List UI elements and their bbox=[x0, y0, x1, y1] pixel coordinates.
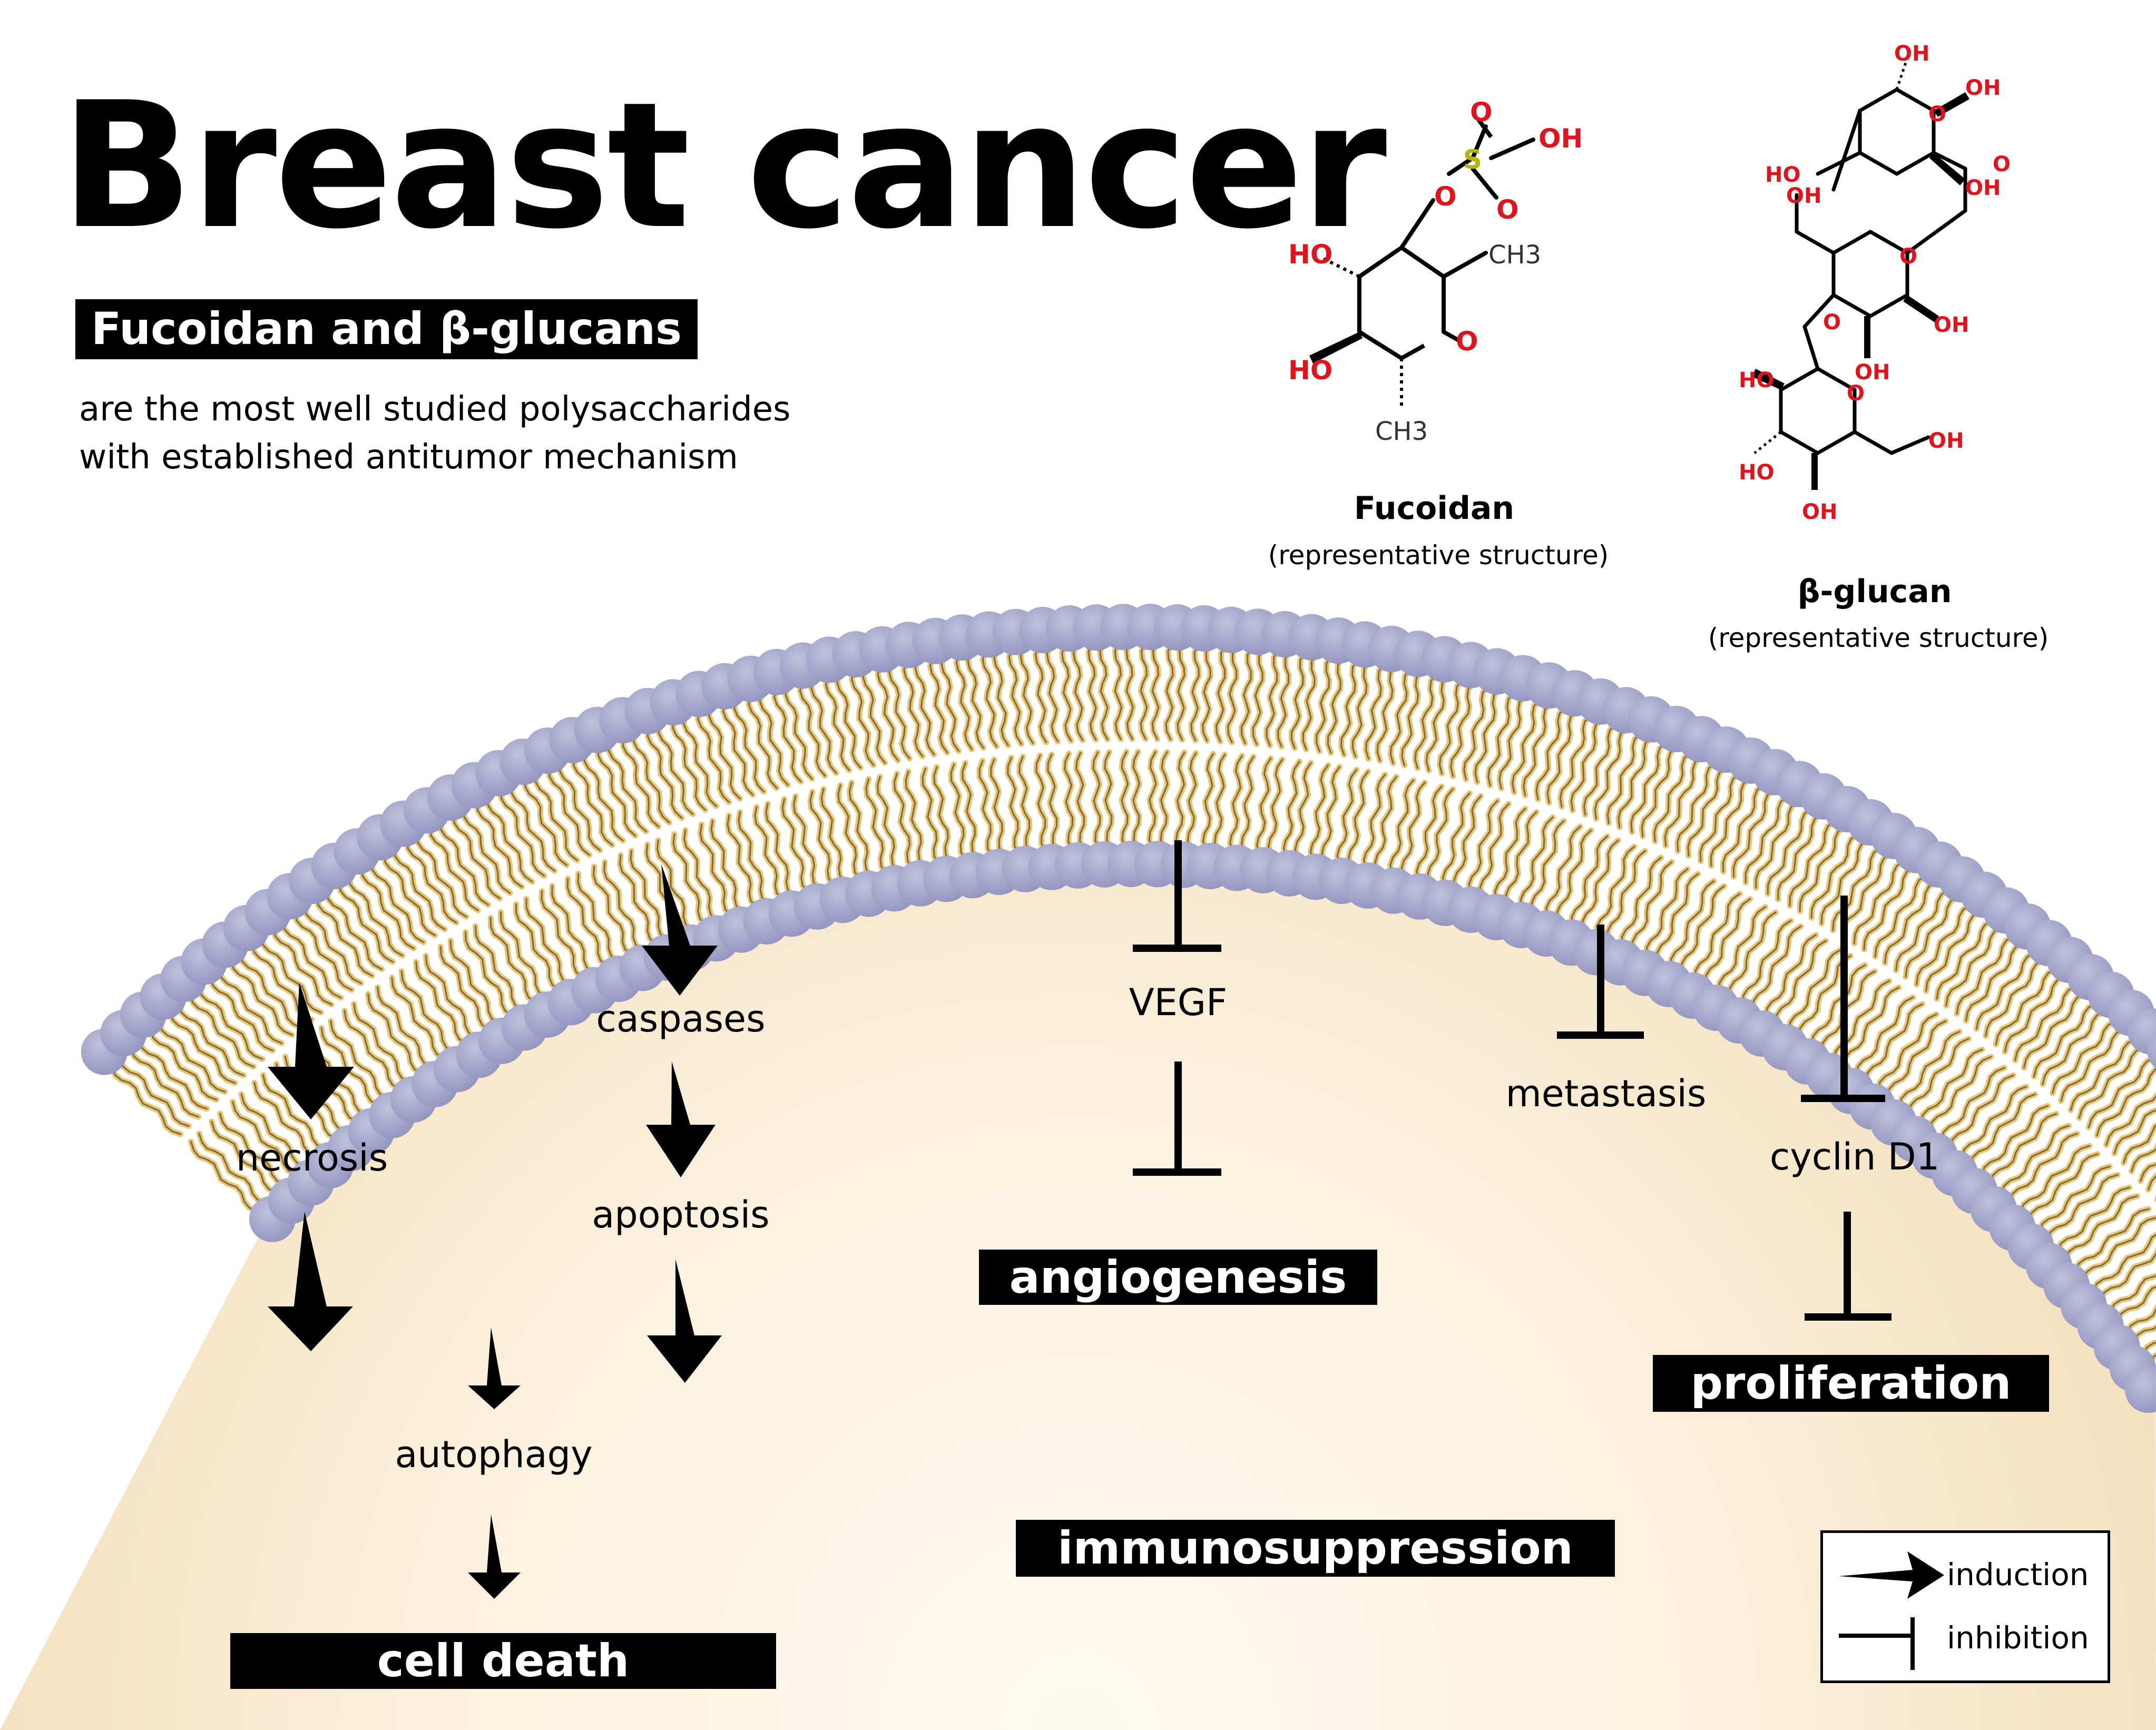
apoptosis-label: apoptosis bbox=[592, 1193, 770, 1236]
glucan-oh-label: OH bbox=[1965, 176, 2001, 200]
glucan-oh-label: OH bbox=[1894, 42, 1929, 66]
inhibition-bar-icon bbox=[1839, 1617, 1915, 1670]
necrosis-label: necrosis bbox=[236, 1136, 388, 1179]
fucoidan-s-label: S bbox=[1463, 144, 1482, 175]
proliferation-label: proliferation bbox=[1690, 1357, 2012, 1410]
angiogenesis-box: angiogenesis bbox=[979, 1250, 1377, 1305]
cell-death-box: cell death bbox=[230, 1633, 776, 1689]
fucoidan-ho-label: HO bbox=[1288, 239, 1332, 270]
lipid-tail-outline bbox=[2096, 1068, 2156, 1136]
cell-death-label: cell death bbox=[377, 1635, 630, 1687]
phospholipid-head bbox=[2125, 1367, 2156, 1413]
glucan-oh-label: OH bbox=[1965, 76, 2001, 100]
fucoidan-o-label: O bbox=[1496, 194, 1519, 225]
glucan-oh-label: OH bbox=[1934, 313, 1969, 337]
page-title: Breast cancer bbox=[61, 65, 1387, 267]
caspases-label: caspases bbox=[596, 997, 766, 1040]
fucoidan-oh-label: OH bbox=[1538, 123, 1583, 154]
glucan-oh-label: OH bbox=[1786, 184, 1821, 208]
glucan-ring-o-label: O bbox=[1928, 102, 1946, 126]
proliferation-box: proliferation bbox=[1653, 1355, 2049, 1412]
immunosuppression-box: immunosuppression bbox=[1016, 1520, 1615, 1577]
metastasis-label: metastasis bbox=[1505, 1072, 1707, 1115]
legend-induction-label: induction bbox=[1947, 1557, 2089, 1593]
glucan-o-label: O bbox=[1993, 152, 2011, 176]
glucan-ring-o-label: O bbox=[1847, 381, 1865, 406]
fucoidan-name: Fucoidan bbox=[1354, 490, 1515, 527]
immunosuppression-label: immunosuppression bbox=[1057, 1522, 1573, 1575]
fucoidan-ho-label: HO bbox=[1288, 355, 1332, 386]
glucan-oh-label: OH bbox=[1855, 360, 1890, 385]
autophagy-label: autophagy bbox=[395, 1433, 593, 1476]
induction-arrow-icon bbox=[1839, 1551, 1944, 1599]
induction-arrow bbox=[268, 1212, 353, 1351]
glucan-oh-label: OH bbox=[1802, 500, 1837, 524]
induction-arrow bbox=[646, 1061, 716, 1177]
induction-arrow bbox=[468, 1328, 521, 1409]
lipid-bilayer bbox=[81, 604, 2156, 1413]
fucoidan-ch3-label: CH3 bbox=[1375, 417, 1428, 446]
glucan-ho-label: HO bbox=[1739, 460, 1774, 485]
fucoidan-structure: O S O OH O O HO HO CH3 CH3 bbox=[1288, 97, 1583, 446]
angiogenesis-label: angiogenesis bbox=[1009, 1251, 1347, 1304]
beta-glucan-structure: OH OH OH HO OH OH OH HO HO OH OH O O O O… bbox=[1739, 42, 2011, 524]
glucan-ho-label: HO bbox=[1739, 368, 1774, 392]
glucan-oh-label: OH bbox=[1928, 429, 1964, 453]
lipid-tail-outline bbox=[2140, 1163, 2156, 1182]
vegf-label: VEGF bbox=[1129, 981, 1228, 1024]
lipid-tail-outline bbox=[2113, 1109, 2156, 1154]
fucoidan-o-label: O bbox=[1434, 181, 1457, 212]
description-line-1: are the most well studied polysaccharide… bbox=[79, 390, 791, 429]
legend-inhibition-label: inhibition bbox=[1947, 1620, 2089, 1656]
induction-arrow bbox=[268, 982, 354, 1119]
glucan-ho-label: HO bbox=[1765, 163, 1800, 187]
induction-arrow bbox=[647, 1259, 722, 1383]
glucan-name: β-glucan bbox=[1797, 573, 1952, 610]
glucan-o-label: O bbox=[1823, 310, 1841, 335]
phospholipid-head bbox=[2147, 1031, 2156, 1069]
induction-arrow bbox=[468, 1515, 521, 1599]
cyclin-d1-label: cyclin D1 bbox=[1769, 1135, 1940, 1178]
lipid-tail-outline bbox=[2123, 1124, 2156, 1164]
fucoidan-structure-note: (representative structure) bbox=[1268, 540, 1609, 571]
induction-arrow bbox=[642, 864, 718, 996]
subheading-label: Fucoidan and β-glucans bbox=[75, 299, 698, 360]
lipid-tail-outline bbox=[2105, 1095, 2156, 1146]
fucoidan-ch3-label: CH3 bbox=[1488, 240, 1541, 270]
fucoidan-o-label: O bbox=[1470, 97, 1493, 127]
fucoidan-ring-o-label: O bbox=[1456, 326, 1478, 357]
legend: induction inhibition bbox=[1820, 1530, 2110, 1683]
glucan-structure-note: (representative structure) bbox=[1708, 623, 2049, 653]
lipid-tail-outline bbox=[2131, 1147, 2156, 1172]
description-line-2: with established antitumor mechanism bbox=[79, 438, 738, 477]
glucan-ring-o-label: O bbox=[1899, 244, 1917, 269]
